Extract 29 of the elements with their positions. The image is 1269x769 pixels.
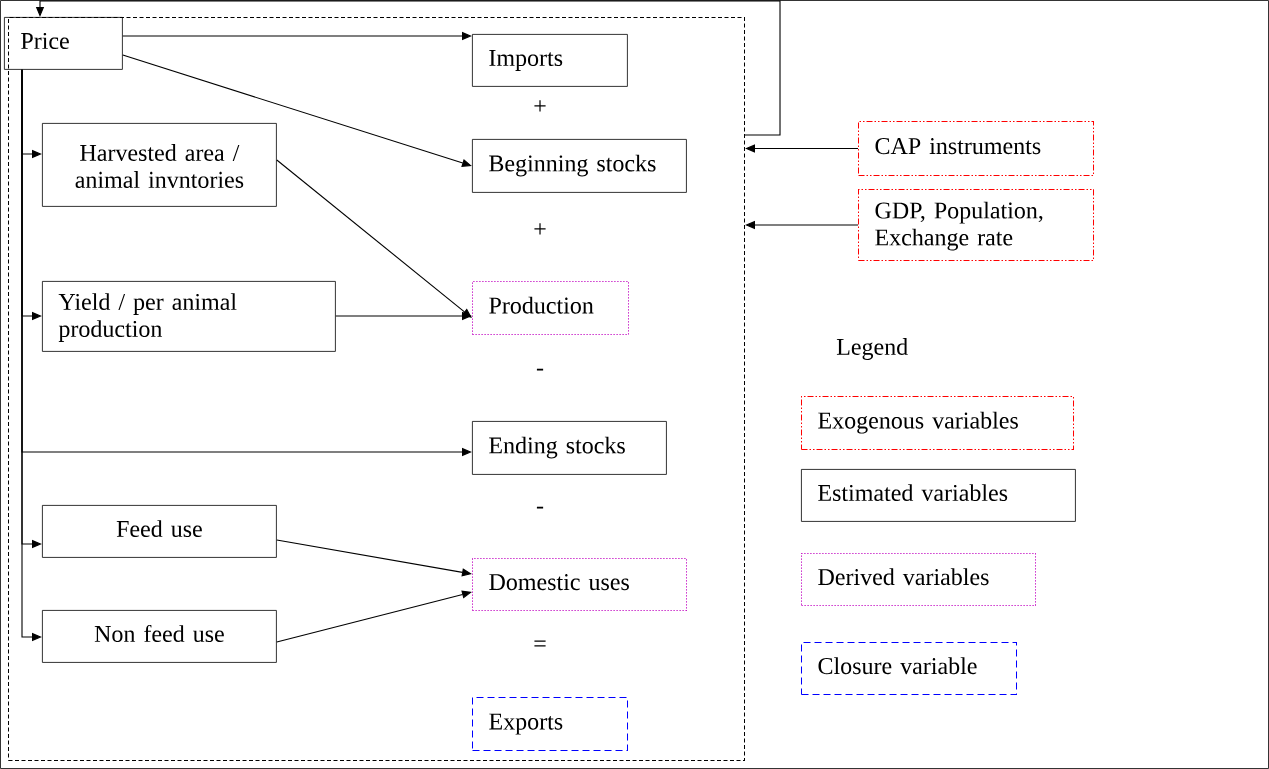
operator-sign: - (536, 506, 544, 509)
arrow (276, 159, 472, 318)
legend-title: Legend (836, 338, 908, 360)
legend-item: Exogenous variables (801, 396, 1074, 450)
arrow (276, 590, 472, 643)
process-box: Non feed use (42, 610, 277, 663)
operator-sign: + (534, 100, 546, 112)
process-box: Production (472, 281, 629, 335)
arrow (122, 54, 472, 167)
process-box: CAP instruments (858, 121, 1094, 176)
operator-sign: + (534, 223, 546, 235)
arrow (745, 144, 859, 153)
process-box: Harvested area / animal invntories (42, 123, 277, 207)
process-box: Price (4, 17, 123, 70)
process-box: Domestic uses (472, 558, 687, 611)
operator-sign: = (534, 640, 546, 647)
process-box: Exports (472, 697, 628, 751)
process-box: Feed use (42, 505, 277, 558)
legend-item: Derived variables (801, 553, 1036, 606)
legend-item: Closure variable (801, 642, 1017, 695)
process-box: Beginning stocks (472, 139, 687, 193)
arrow (276, 539, 472, 577)
model-boundary (8, 17, 745, 761)
process-box: Ending stocks (472, 421, 667, 475)
legend-item: Estimated variables (801, 469, 1076, 522)
process-box: Imports (472, 34, 628, 87)
process-box: Yield / per animal production (42, 281, 336, 352)
operator-sign: - (536, 368, 544, 371)
process-box: GDP, Population, Exchange rate (858, 189, 1094, 261)
